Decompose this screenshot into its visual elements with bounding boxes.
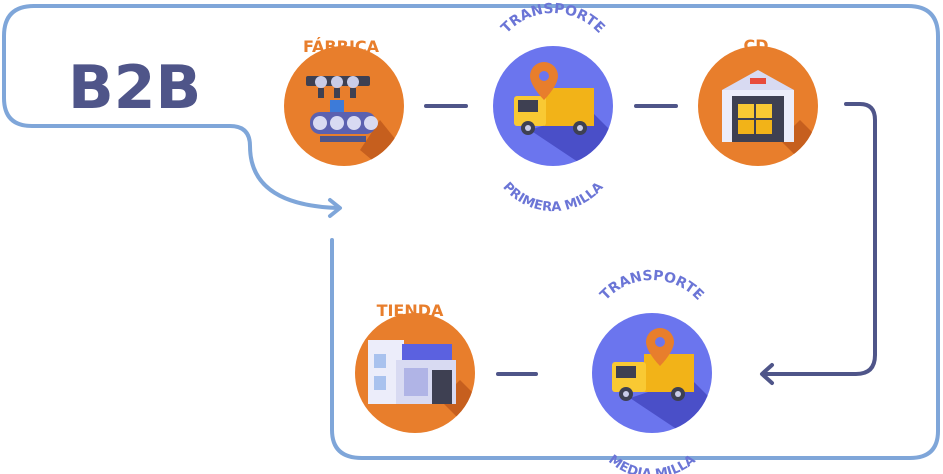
connector-arrowhead <box>760 363 774 385</box>
factory-icon <box>306 76 378 142</box>
warehouse-icon <box>722 70 794 142</box>
node-fabrica: FÁBRICA <box>284 37 404 166</box>
node-tienda: TIENDA <box>355 301 475 433</box>
node-transporte-media-milla: TRANSPORTE MEDIA MILLA <box>592 268 712 474</box>
node-sublabel-transporte-2: MEDIA MILLA <box>605 452 698 474</box>
truck-icon <box>514 62 594 135</box>
node-label-transporte-2: TRANSPORTE <box>597 268 707 304</box>
flow-frame-arrowhead <box>328 198 342 218</box>
diagram-title: B2B <box>68 53 201 123</box>
node-sublabel-transporte-1: PRIMERA MILLA <box>500 180 607 216</box>
flow-frame-left <box>2 4 340 210</box>
node-transporte-primera-milla: TRANSPORTE PRIMERA MILLA <box>493 1 613 216</box>
flow-frame <box>32 4 940 460</box>
connector-cd-transporte2 <box>762 102 877 376</box>
store-icon <box>368 340 456 404</box>
node-cd: CD <box>698 36 818 166</box>
truck-icon <box>612 328 694 401</box>
